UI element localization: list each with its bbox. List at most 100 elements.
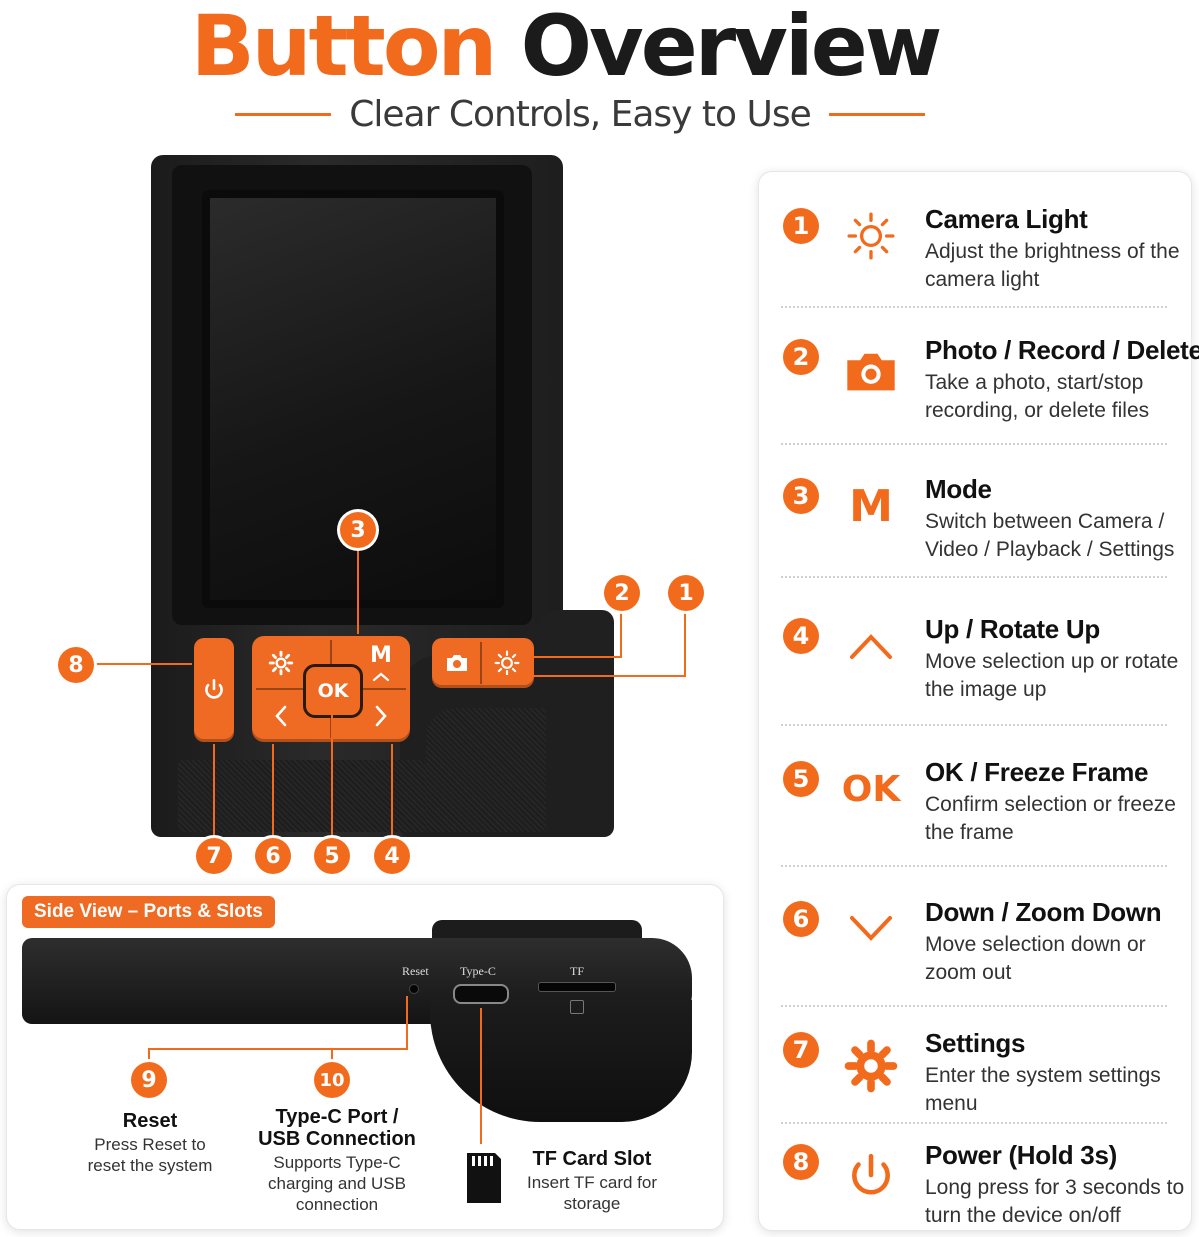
mode-label: M	[370, 643, 392, 668]
camera-icon	[447, 655, 467, 671]
callout-1: 1	[668, 575, 704, 611]
right-button[interactable]	[362, 698, 400, 734]
power-button[interactable]	[194, 638, 234, 742]
leader-line	[331, 714, 333, 840]
divider	[781, 865, 1167, 867]
ok-button[interactable]: OK	[303, 664, 363, 718]
divider	[781, 1122, 1167, 1124]
feature-name: Photo / Record / Delete	[925, 335, 1199, 365]
power-icon	[205, 678, 223, 699]
feature-desc: Long press for 3 seconds to turn the dev…	[925, 1176, 1185, 1227]
feature-name: Camera Light	[925, 204, 1088, 234]
leader-line	[331, 1048, 333, 1066]
photo-button[interactable]	[436, 640, 478, 686]
callout-5: 5	[314, 838, 350, 874]
feature-number: 7	[783, 1032, 819, 1068]
feature-desc: Move selection down or zoom out	[925, 933, 1146, 984]
page-title: Button Overview	[0, 0, 1130, 96]
feature-list-panel: 1 Camera Light Adjust the brightness of …	[758, 171, 1199, 1231]
subtitle-text: Clear Controls, Easy to Use	[349, 93, 812, 135]
leader-line	[213, 744, 215, 840]
leader-line	[148, 1048, 408, 1050]
mode-m-text: M	[849, 480, 893, 532]
callout-2: 2	[604, 575, 640, 611]
reset-port-label: Reset	[402, 964, 429, 978]
divider-left	[235, 112, 332, 116]
feature-number: 3	[783, 478, 819, 514]
tf-title: TF Card Slot	[532, 1148, 652, 1170]
leader-line	[482, 675, 686, 677]
divider	[781, 443, 1167, 445]
settings-button[interactable]	[262, 644, 300, 682]
callout-8: 8	[58, 647, 94, 683]
leader-line	[684, 610, 686, 676]
ok-text: OK	[841, 768, 901, 810]
grip-texture	[178, 760, 426, 832]
feature-number: 5	[783, 761, 819, 797]
divider	[781, 306, 1167, 308]
divider-right	[828, 112, 925, 116]
gear-icon	[839, 1034, 903, 1098]
ok-label: OK	[317, 680, 349, 702]
divider	[781, 1005, 1167, 1007]
leader-line	[391, 744, 393, 840]
divider	[781, 576, 1167, 578]
callout-6: 6	[255, 838, 291, 874]
tf-card-icon	[464, 1150, 504, 1211]
mode-m-icon: M	[839, 474, 903, 538]
sun-icon	[839, 204, 903, 268]
feature-number: 4	[783, 618, 819, 654]
mode-button[interactable]: M	[364, 640, 398, 688]
reset-title: Reset	[122, 1110, 178, 1132]
side-view-tag: Side View – Ports & Slots	[22, 896, 275, 928]
feature-desc: Take a photo, start/stop recording, or d…	[925, 371, 1150, 422]
title-rest: Overview	[520, 0, 943, 95]
cluster-divider	[480, 642, 482, 684]
feature-number: 2	[783, 339, 819, 375]
left-button[interactable]	[262, 698, 300, 734]
feature-number: 8	[783, 1144, 819, 1180]
leader-line	[526, 656, 622, 658]
typec-port-label: Type-C	[460, 964, 496, 978]
chevron-up-icon	[372, 672, 390, 682]
feature-desc: Move selection up or rotate the image up	[925, 650, 1179, 701]
feature-desc: Confirm selection or freeze the frame	[925, 793, 1176, 844]
leader-line	[620, 610, 622, 656]
tf-card-slot[interactable]	[538, 982, 616, 992]
feature-name: OK / Freeze Frame	[925, 757, 1149, 787]
feature-desc: Enter the system settings menu	[925, 1064, 1161, 1115]
light-button[interactable]	[484, 640, 530, 686]
sun-icon	[494, 650, 520, 676]
callout-9: 9	[131, 1062, 167, 1098]
callout-3: 3	[340, 512, 376, 548]
feature-name: Up / Rotate Up	[925, 614, 1100, 644]
typec-port[interactable]	[453, 984, 509, 1004]
camera-icon	[839, 339, 903, 403]
leader-line	[272, 744, 274, 840]
feature-name: Settings	[925, 1028, 1026, 1058]
title-accent: Button	[190, 0, 498, 95]
leader-line	[480, 1008, 482, 1144]
chevron-left-icon	[275, 705, 287, 727]
callout-10: 10	[314, 1062, 350, 1098]
leader-line	[148, 1048, 150, 1066]
chevron-up-icon	[839, 614, 903, 678]
feature-name: Mode	[925, 474, 992, 504]
reset-pinhole[interactable]	[409, 984, 419, 994]
feature-name: Power (Hold 3s)	[925, 1140, 1117, 1170]
sd-card-icon	[570, 1000, 584, 1014]
divider	[781, 724, 1167, 726]
gear-icon	[268, 650, 294, 676]
callout-4: 4	[374, 838, 410, 874]
feature-name: Down / Zoom Down	[925, 897, 1162, 927]
typec-desc: Supports Type-C charging and USB connect…	[268, 1153, 406, 1214]
leader-line	[406, 996, 408, 1050]
feature-desc: Adjust the brightness of the camera ligh…	[925, 240, 1180, 291]
tf-desc: Insert TF card for storage	[526, 1173, 658, 1213]
reset-desc: Press Reset to reset the system	[87, 1135, 213, 1175]
feature-desc: Switch between Camera / Video / Playback…	[925, 510, 1175, 561]
leader-line	[94, 663, 192, 665]
typec-title: Type-C Port / USB Connection	[258, 1106, 416, 1150]
ok-icon: OK	[839, 757, 903, 821]
power-icon	[839, 1144, 903, 1208]
